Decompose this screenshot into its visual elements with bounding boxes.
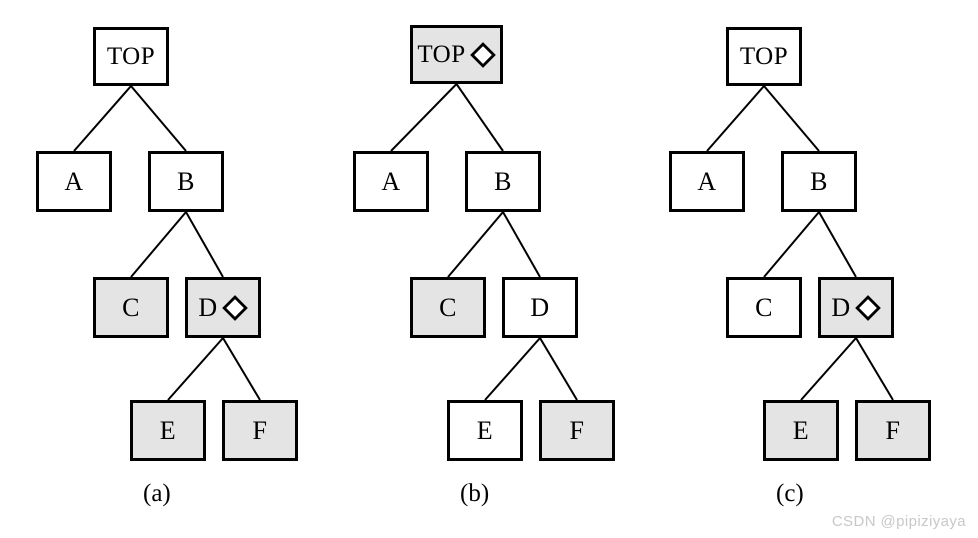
node-label: TOP <box>106 43 156 70</box>
node-label: A <box>381 166 401 196</box>
node-a-d[interactable]: D <box>185 277 261 338</box>
edge-a-d-e <box>167 337 224 401</box>
node-label: D <box>530 292 550 322</box>
edge-a-top-a <box>73 85 132 152</box>
node-label: TOP <box>417 41 466 68</box>
diamond-icon <box>469 41 496 68</box>
node-label: E <box>159 415 177 445</box>
node-label: E <box>792 415 810 445</box>
panel-caption-c: (c) <box>776 480 804 507</box>
edge-c-b-c <box>763 211 820 278</box>
node-a-b[interactable]: B <box>148 151 224 212</box>
node-c-e[interactable]: E <box>763 400 839 461</box>
node-label: E <box>476 415 494 445</box>
node-b-d[interactable]: D <box>502 277 578 338</box>
edge-c-b-d <box>818 211 857 278</box>
node-label: TOP <box>739 43 789 70</box>
edge-b-b-c <box>447 211 504 278</box>
edge-c-top-b <box>763 85 820 152</box>
node-c-a[interactable]: A <box>669 151 745 212</box>
node-b-b[interactable]: B <box>465 151 541 212</box>
diamond-icon <box>221 294 248 321</box>
node-label: B <box>810 166 828 196</box>
diamond-icon <box>854 294 881 321</box>
node-label: F <box>885 415 901 445</box>
edge-c-top-a <box>706 85 765 152</box>
node-a-e[interactable]: E <box>130 400 206 461</box>
edge-b-top-b <box>455 83 504 152</box>
node-b-f[interactable]: F <box>539 400 615 461</box>
node-c-d[interactable]: D <box>818 277 894 338</box>
node-label: A <box>64 166 84 196</box>
node-b-e[interactable]: E <box>447 400 523 461</box>
edge-a-top-b <box>130 85 187 152</box>
panel-caption-a: (a) <box>143 480 171 507</box>
node-a-c[interactable]: C <box>93 277 169 338</box>
edge-b-d-f <box>539 337 578 401</box>
node-c-c[interactable]: C <box>726 277 802 338</box>
node-b-a[interactable]: A <box>353 151 429 212</box>
edge-c-d-f <box>855 337 894 401</box>
node-label: C <box>122 292 140 322</box>
edge-a-b-c <box>130 211 187 278</box>
node-a-a[interactable]: A <box>36 151 112 212</box>
edge-b-top-a <box>390 83 458 152</box>
node-label: C <box>755 292 773 322</box>
node-a-top[interactable]: TOP <box>93 27 169 86</box>
node-c-f[interactable]: F <box>855 400 931 461</box>
node-b-top[interactable]: TOP <box>410 25 503 84</box>
node-c-b[interactable]: B <box>781 151 857 212</box>
node-c-top[interactable]: TOP <box>726 27 802 86</box>
node-label: F <box>569 415 585 445</box>
node-label: B <box>494 166 512 196</box>
node-label: D <box>831 292 851 322</box>
panel-caption-b: (b) <box>460 480 490 507</box>
node-label: D <box>198 292 218 322</box>
edge-b-d-e <box>484 337 541 401</box>
node-label: B <box>177 166 195 196</box>
edge-b-b-d <box>502 211 541 278</box>
node-label: A <box>697 166 717 196</box>
node-a-f[interactable]: F <box>222 400 298 461</box>
edge-c-d-e <box>800 337 857 401</box>
edge-a-b-d <box>185 211 224 278</box>
watermark: CSDN @pipiziyaya <box>831 513 966 530</box>
edge-a-d-f <box>222 337 261 401</box>
node-label: F <box>252 415 268 445</box>
node-b-c[interactable]: C <box>410 277 486 338</box>
node-label: C <box>439 292 457 322</box>
